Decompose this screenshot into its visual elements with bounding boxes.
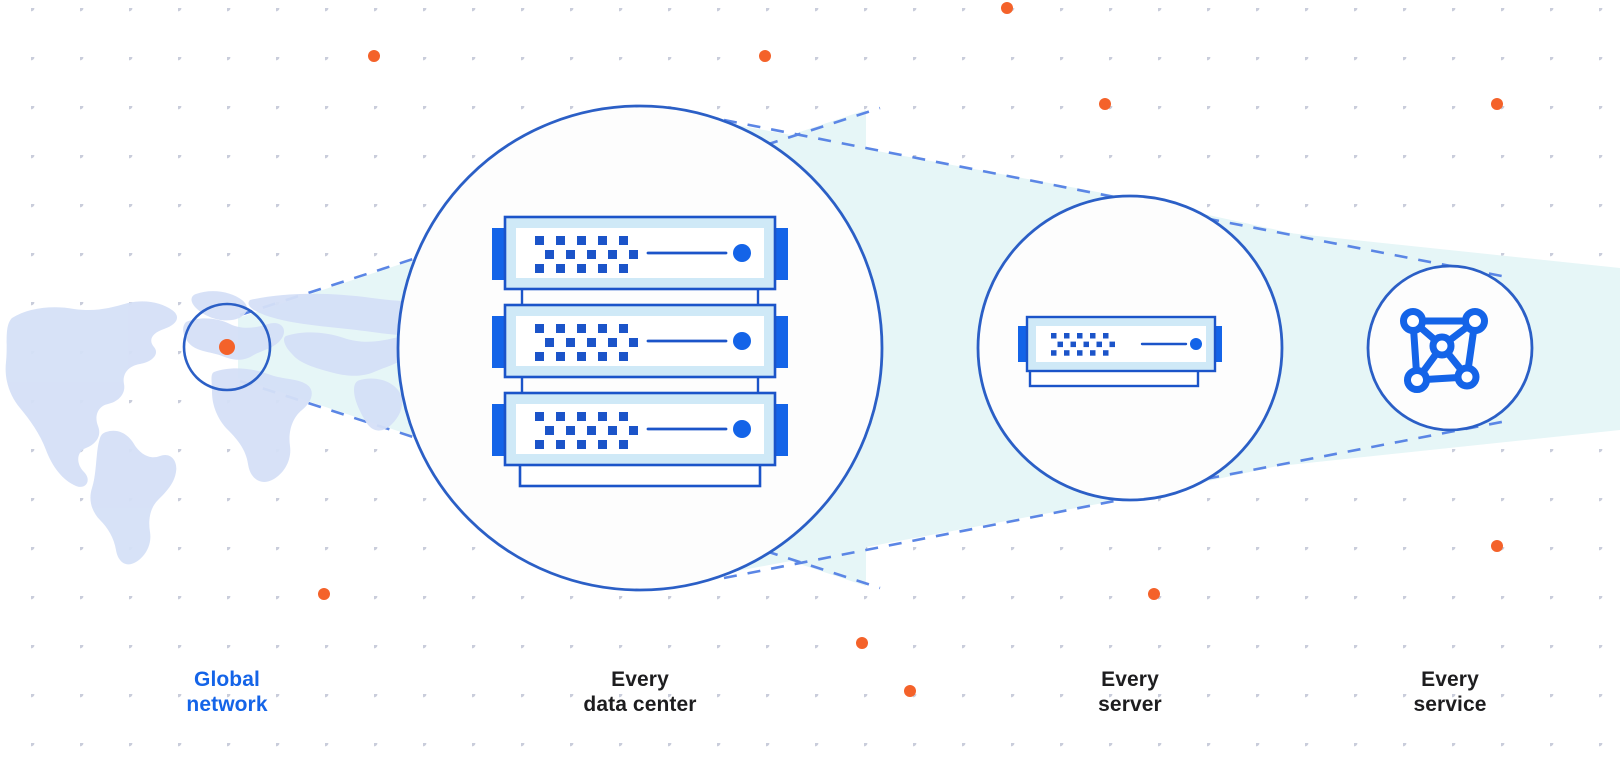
orange-dot (1099, 98, 1111, 110)
single-server-illustration (1018, 315, 1222, 388)
orange-dot (1491, 98, 1503, 110)
orange-dot (904, 685, 916, 697)
server-unit-2 (492, 303, 788, 379)
global-network-marker-ring (182, 302, 272, 392)
label-every-server: Every server (1098, 668, 1162, 716)
single-server-base-plate (1028, 368, 1200, 388)
orange-dot (1001, 2, 1013, 14)
orange-dot (1491, 540, 1503, 552)
every-data-center-node (396, 104, 884, 592)
service-graph-icon (1400, 308, 1488, 393)
server-unit-3-led (733, 420, 751, 438)
server-unit-1-led (733, 244, 751, 262)
single-server-led (1190, 338, 1202, 350)
label-global-network: Global network (186, 668, 268, 716)
orange-dot (759, 50, 771, 62)
orange-dot (856, 637, 868, 649)
global-network-marker-dot (219, 339, 235, 355)
server-unit-1 (492, 215, 788, 291)
service-graph-node-bottom-left (1404, 367, 1430, 393)
orange-dot (1148, 588, 1160, 600)
label-every-service: Every service (1413, 668, 1487, 716)
orange-dot (318, 588, 330, 600)
server-unit-2-led (733, 332, 751, 350)
label-every-data-center: Every data center (583, 668, 697, 716)
server-rack-illustration (492, 215, 788, 488)
service-graph-node-center (1429, 333, 1455, 359)
accent-orange-dots (318, 2, 1503, 697)
server-unit-3 (492, 391, 788, 467)
every-service-node (1366, 264, 1534, 432)
service-graph-node-top-left (1400, 308, 1426, 334)
service-graph-node-top-right (1462, 308, 1488, 334)
every-server-node (976, 194, 1284, 502)
service-graph-nodes (1400, 308, 1488, 393)
orange-dot (368, 50, 380, 62)
service-graph-node-bottom-right (1454, 364, 1480, 390)
rack-base-plate (518, 462, 762, 488)
global-network-marker (182, 302, 272, 392)
